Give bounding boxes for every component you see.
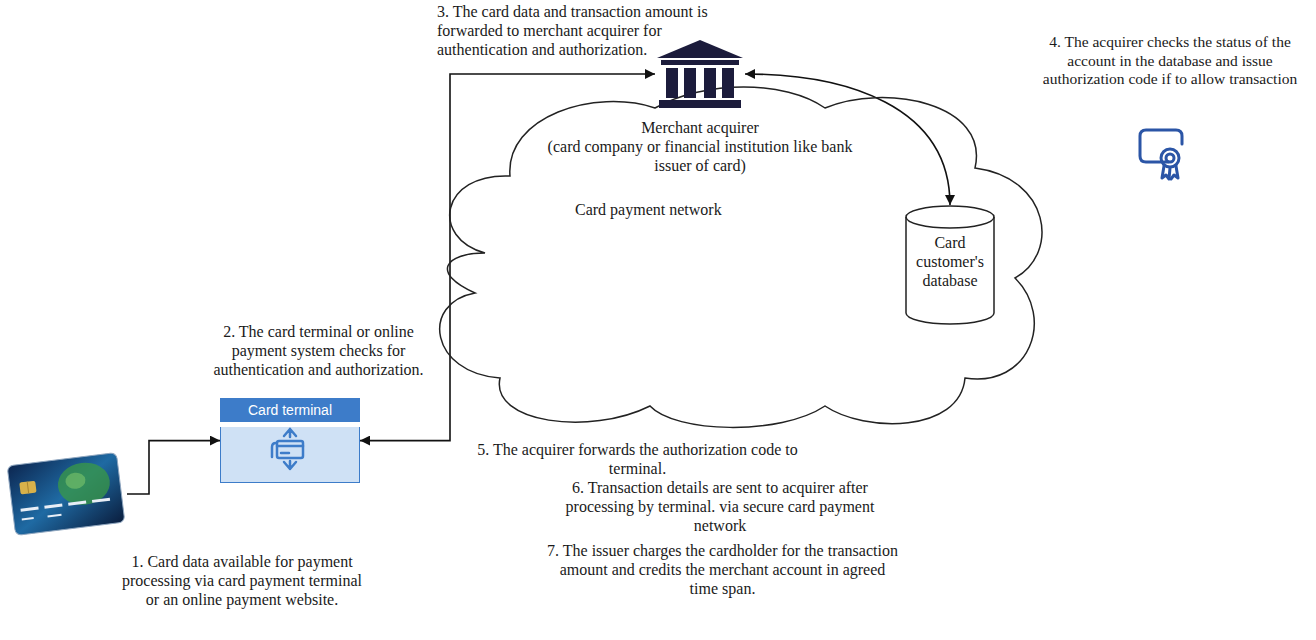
step-note: 4. The acquirer checks the status of the… [1028,33,1312,89]
bank-icon [655,38,745,110]
network-cloud: Card payment network Merchant acquirer(ca… [415,88,1055,433]
network-label: Card payment network [575,200,722,219]
card-image [5,446,127,542]
node-heading: Merchant acquirer [530,118,870,137]
step-note: 6. Transaction details are sent to acqui… [545,478,895,536]
step-note: 3. The card data and transaction amount … [437,2,737,60]
node-body: (card company or financial institution l… [530,137,870,175]
flow-arrow [127,441,220,494]
terminal-title: Card terminal [225,401,355,419]
database-label: Card customer's database [910,233,990,291]
step-note: 7. The issuer charges the cardholder for… [545,541,900,599]
database-cylinder: Card customer's database [905,205,995,325]
credit-card: 1. Card data available for payment proce… [5,446,365,610]
step-note: 2. The card terminal or online payment s… [196,322,441,380]
terminal-icon [268,427,312,471]
flow-arrow [360,74,655,441]
bank-icon [655,38,745,110]
card-image [5,446,127,542]
terminal-header: Card terminal [220,398,360,422]
acquirer-bank: Merchant acquirer(card company or financ… [530,38,870,176]
terminal-icon [221,427,359,471]
certificate-icon [1140,130,1182,179]
step-note: 1. Card data available for payment proce… [117,552,367,610]
card-terminal: Card terminal [220,398,360,483]
terminal-body [220,427,360,483]
step-note: 5. The acquirer forwards the authorizati… [470,440,805,478]
